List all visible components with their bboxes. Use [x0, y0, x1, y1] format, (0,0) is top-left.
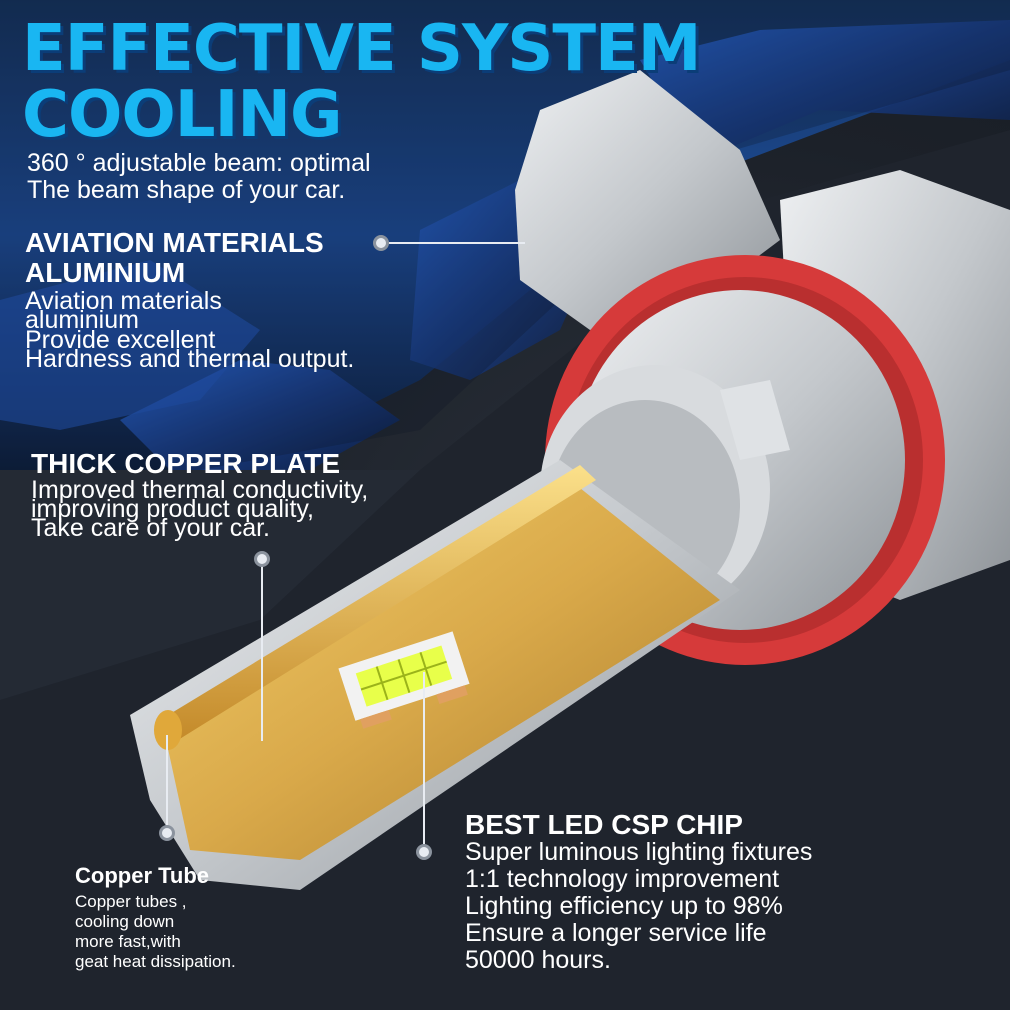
copper-tube-heading: Copper Tube: [75, 863, 210, 888]
chip-body-line: 1:1 technology improvement: [465, 865, 780, 893]
copper-tube-body-line: cooling down: [75, 912, 175, 931]
copper-plate-body-line: Improved thermal conductivity,: [31, 476, 369, 504]
chip-body-line: Lighting efficiency up to 98%: [465, 892, 783, 920]
aviation-leader-line: [389, 242, 525, 244]
copper-plate-body-line: Take care of your car.: [31, 514, 271, 542]
chip-body-line: Super luminous lighting fixtures: [465, 838, 813, 866]
copper-tube-leader-line: [166, 735, 168, 825]
chip-body-line: 50000 hours.: [465, 946, 611, 974]
copper-tube-body-line: more fast,with: [75, 932, 181, 951]
copper-plate-body-line: improving product quality,: [31, 495, 315, 523]
aviation-body-line: aluminium: [25, 306, 139, 334]
copper-tube-callout-dot: [159, 825, 175, 841]
chip-heading: BEST LED CSP CHIP: [465, 809, 743, 840]
chip-leader-line: [423, 672, 425, 844]
copper-tube-body-line: Copper tubes ,: [75, 892, 187, 911]
aviation-body-line: Hardness and thermal output.: [25, 345, 355, 373]
headline-line1: EFFECTIVE SYSTEM: [22, 12, 701, 86]
aviation-heading-line1: AVIATION MATERIALS: [25, 227, 324, 258]
led-chip: [338, 631, 470, 729]
copper-plate-leader-line: [261, 566, 263, 741]
aviation-heading-line2: ALUMINIUM: [25, 257, 186, 288]
intro-line1: 360 ° adjustable beam: optimal: [27, 149, 371, 177]
copper-plate-callout-dot: [254, 551, 270, 567]
chip-callout-dot: [416, 844, 432, 860]
copper-tube-body-line: geat heat dissipation.: [75, 952, 236, 971]
copper-plate-heading: THICK COPPER PLATE: [31, 448, 341, 479]
aviation-body-line: Provide excellent: [25, 326, 216, 354]
aviation-callout-dot: [373, 235, 389, 251]
headline-line2: COOLING: [22, 78, 342, 152]
aviation-body-line: Aviation materials: [25, 287, 222, 315]
chip-body-line: Ensure a longer service life: [465, 919, 767, 947]
intro-line2: The beam shape of your car.: [27, 176, 346, 204]
